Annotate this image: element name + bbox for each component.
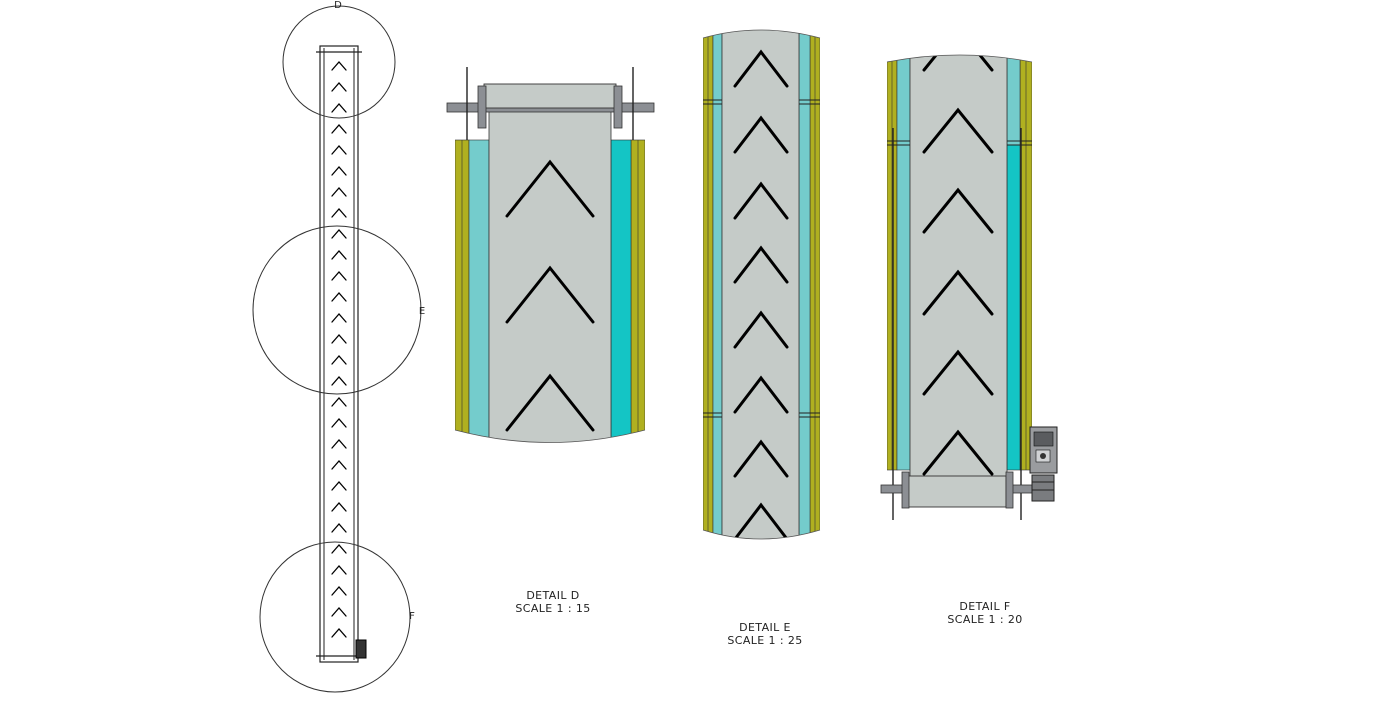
main-chevrons: [331, 61, 347, 638]
drive-motor: [355, 639, 367, 659]
chevron-mark: [331, 397, 347, 407]
chevron-mark: [733, 502, 789, 539]
callout-label-e: E: [419, 306, 425, 317]
chevron-mark: [331, 229, 347, 239]
chevron-mark: [331, 586, 347, 596]
detail-d-cyan-right: [610, 139, 632, 441]
chevron-mark: [331, 103, 347, 113]
detail-d-cyan-left: [468, 139, 490, 441]
chevron-mark: [331, 250, 347, 260]
chevron-mark: [331, 565, 347, 575]
chevron-mark: [733, 439, 789, 478]
chevron-mark: [331, 124, 347, 134]
detail-e-cyan-left: [712, 30, 723, 539]
detail-f-view: [880, 54, 1058, 520]
chevron-mark: [331, 355, 347, 365]
detail-e-belt: [721, 30, 800, 539]
chevron-mark: [922, 349, 994, 396]
detail-f-belt: [909, 55, 1008, 491]
detail-e-caption: DETAIL E SCALE 1 : 25: [705, 621, 825, 647]
chevron-mark: [922, 187, 994, 234]
chevron-mark: [331, 523, 347, 533]
chevron-mark: [733, 181, 789, 220]
detail-f-drum: [905, 475, 1007, 508]
detail-e-chevrons: [733, 49, 789, 539]
chevron-mark: [331, 166, 347, 176]
chevron-mark: [733, 375, 789, 414]
conveyor-frame: [319, 45, 359, 663]
chevron-mark: [331, 439, 347, 449]
chevron-mark: [331, 481, 347, 491]
detail-d-belt: [488, 103, 612, 443]
detail-d-view: [446, 67, 655, 443]
chevron-mark: [331, 418, 347, 428]
detail-f-caption: DETAIL F SCALE 1 : 20: [925, 600, 1045, 626]
detail-e-cyan-right: [798, 30, 811, 539]
chevron-mark: [331, 628, 347, 638]
callout-circle-e: E: [252, 225, 425, 395]
chevron-mark: [922, 269, 994, 316]
detail-f-bearing-right: [1005, 471, 1014, 509]
detail-d-chevrons: [505, 159, 595, 432]
detail-d-bearing-left: [477, 85, 487, 129]
chevron-mark: [331, 187, 347, 197]
chevron-mark: [331, 145, 347, 155]
chevron-mark: [733, 310, 789, 349]
chevron-mark: [331, 208, 347, 218]
detail-f-title: DETAIL F: [959, 600, 1011, 613]
chevron-mark: [331, 502, 347, 512]
callout-label-f: F: [409, 611, 415, 622]
detail-f-cyan-left: [896, 55, 911, 471]
detail-e-title: DETAIL E: [739, 621, 791, 634]
detail-f-scale: SCALE 1 : 20: [947, 613, 1023, 626]
chevron-mark: [922, 107, 994, 154]
chevron-mark: [331, 271, 347, 281]
chevron-mark: [331, 292, 347, 302]
callout-circle-f: F: [259, 541, 415, 693]
main-view: [316, 45, 367, 663]
chevron-mark: [331, 313, 347, 323]
detail-d-caption: DETAIL D SCALE 1 : 15: [493, 589, 613, 615]
chevron-mark: [505, 265, 595, 324]
detail-d-title: DETAIL D: [526, 589, 580, 602]
detail-d-bearing-right: [613, 85, 623, 129]
detail-e-scale: SCALE 1 : 25: [727, 634, 803, 647]
chevron-mark: [331, 607, 347, 617]
chevron-mark: [733, 245, 789, 284]
detail-e-joints: [703, 99, 820, 418]
detail-d-scale: SCALE 1 : 15: [515, 602, 591, 615]
detail-f-drive-motor: [1029, 426, 1058, 502]
detail-f-bearing-left: [901, 471, 910, 509]
chevron-mark: [331, 334, 347, 344]
chevron-mark: [331, 544, 347, 554]
detail-d-drum: [483, 83, 617, 109]
chevron-mark: [331, 376, 347, 386]
chevron-mark: [733, 49, 789, 88]
chevron-mark: [331, 460, 347, 470]
chevron-mark: [505, 159, 595, 218]
chevron-mark: [331, 82, 347, 92]
chevron-mark: [331, 61, 347, 71]
chevron-mark: [733, 115, 789, 154]
chevron-mark: [922, 429, 994, 476]
callout-circle-d: D: [282, 0, 396, 119]
detail-f-joints: [887, 140, 1032, 146]
detail-e-view: [702, 29, 821, 540]
callout-label-d: D: [334, 0, 342, 11]
chevron-mark: [505, 373, 595, 432]
